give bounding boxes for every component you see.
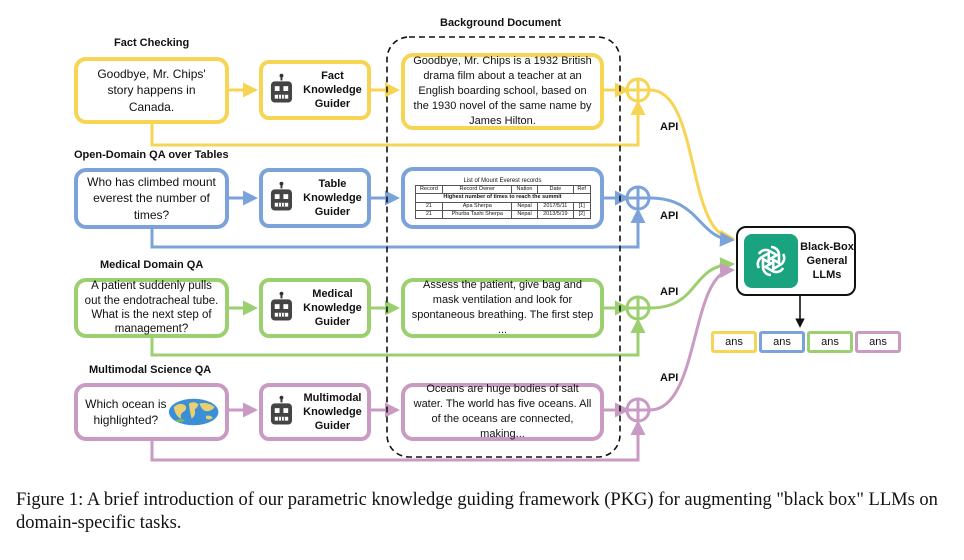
document-text: Assess the patient, give bag and mask ve…: [411, 279, 594, 336]
document-box-multimodal: Oceans are huge bodies of salt water. Th…: [401, 383, 604, 441]
input-text: Goodbye, Mr. Chips' story happens in Can…: [97, 67, 206, 114]
table-row: 21 Phurba Tashi Sherpa Nepal 2013/5/19 […: [414, 209, 591, 220]
document-text: Oceans are huge bodies of salt water. Th…: [413, 383, 592, 440]
table-row: 21 Apa Sherpa Nepal 2017/5/11 [1]: [414, 201, 591, 211]
table-cell: [2]: [572, 209, 591, 220]
table-cell: Nepal: [511, 209, 538, 220]
table-header: Nation: [511, 184, 538, 195]
plus-circle-icon: [625, 77, 651, 103]
row-title-tables: Open-Domain QA over Tables: [74, 149, 229, 161]
table-caption: List of Mount Everest records: [463, 177, 542, 184]
document-text: Goodbye, Mr. Chips is a 1932 British dra…: [413, 55, 592, 127]
row-title-medical: Medical Domain QA: [100, 259, 204, 271]
openai-logo-icon: [744, 234, 798, 288]
robot-icon: [270, 395, 293, 425]
guider-label: Table Knowledge Guider: [303, 177, 362, 219]
guider-label: Multimodal Knowledge Guider: [303, 391, 362, 433]
plus-circle-icon: [625, 397, 651, 423]
guider-multimodal: Multimodal Knowledge Guider: [259, 383, 371, 441]
robot-icon: [270, 291, 293, 321]
figure-caption: Figure 1: A brief introduction of our pa…: [16, 490, 938, 533]
answer-box: ans: [855, 331, 901, 353]
document-box-medical: Assess the patient, give bag and mask ve…: [401, 278, 604, 338]
input-box-medical: A patient suddenly pulls out the endotra…: [74, 278, 229, 338]
table-cell: Nepal: [511, 201, 538, 211]
plus-circle-icon: [625, 295, 651, 321]
world-map-icon: [168, 398, 219, 426]
document-box-table: List of Mount Everest records Record Rec…: [401, 167, 604, 229]
table-cell: 21: [414, 201, 444, 211]
guider-table: Table Knowledge Guider: [259, 168, 371, 228]
input-text: A patient suddenly pulls out the endotra…: [84, 280, 219, 336]
answer-box: ans: [759, 331, 805, 353]
input-box-multimodal: Which ocean is highlighted?: [74, 383, 229, 441]
robot-icon: [270, 73, 293, 103]
table-cell: [1]: [572, 201, 591, 211]
api-label: API: [660, 372, 679, 384]
table-cell: 21: [414, 209, 444, 220]
table-header: Record: [414, 184, 444, 195]
guider-label: Fact Knowledge Guider: [303, 69, 362, 111]
api-label: API: [660, 121, 679, 133]
table-header: Ref: [572, 184, 591, 195]
api-label: API: [660, 210, 679, 222]
row-title-fact-checking: Fact Checking: [114, 37, 190, 49]
input-box-tables: Who has climbed mount everest the number…: [74, 168, 229, 229]
black-box-llm: Black-Box General LLMs: [736, 226, 856, 296]
document-box-fact: Goodbye, Mr. Chips is a 1932 British dra…: [401, 53, 604, 130]
api-label: API: [660, 286, 679, 298]
input-box-fact-checking: Goodbye, Mr. Chips' story happens in Can…: [74, 57, 229, 124]
guider-label: Medical Knowledge Guider: [303, 287, 362, 329]
guider-fact: Fact Knowledge Guider: [259, 60, 371, 120]
table-cell: Apa Sherpa: [442, 201, 513, 211]
table-header: Date: [536, 184, 574, 195]
guider-medical: Medical Knowledge Guider: [259, 278, 371, 338]
background-document-title: Background Document: [440, 17, 562, 29]
answer-box: ans: [807, 331, 853, 353]
input-text: Who has climbed mount everest the number…: [87, 175, 216, 222]
background-document-region: [386, 36, 621, 458]
robot-icon: [270, 181, 293, 211]
mount-everest-table: List of Mount Everest records Record Rec…: [414, 177, 591, 220]
plus-circle-icon: [625, 185, 651, 211]
row-title-multimodal: Multimodal Science QA: [89, 364, 212, 376]
table-header: Record Owner: [442, 184, 513, 195]
table-cell: Phurba Tashi Sherpa: [442, 209, 513, 220]
table-subtitle: Highest number of times to reach the sum…: [414, 193, 591, 203]
answer-box: ans: [711, 331, 757, 353]
input-text: Which ocean is highlighted?: [85, 396, 167, 427]
table-cell: 2017/5/11: [536, 201, 574, 211]
llm-label: Black-Box General LLMs: [800, 240, 854, 282]
table-cell: 2013/5/19: [536, 209, 574, 220]
